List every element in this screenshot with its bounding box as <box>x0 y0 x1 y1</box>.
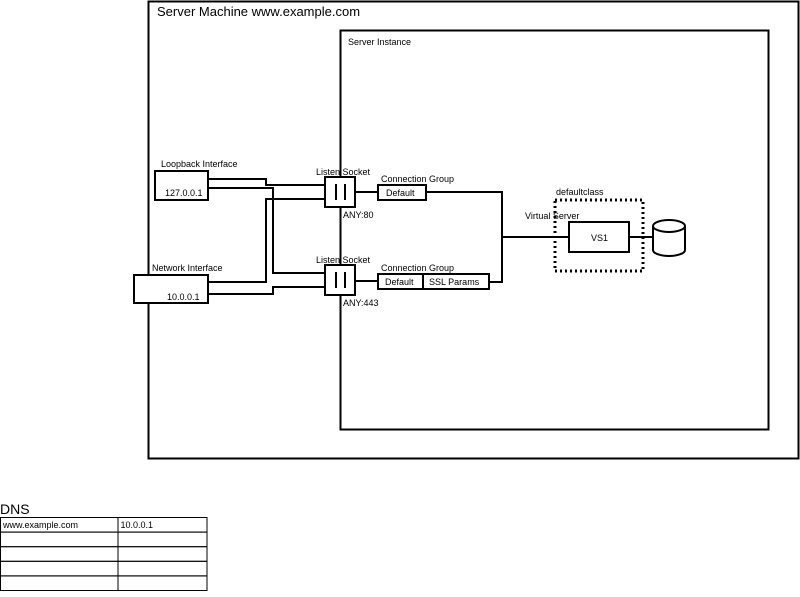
connection-group-2-ssl: SSL Params <box>429 277 480 287</box>
server-machine-title: Server Machine www.example.com <box>157 4 360 19</box>
dns-table-row <box>0 531 208 548</box>
listen-socket-1-box <box>324 176 356 208</box>
dns-table-row <box>0 560 208 577</box>
server-instance-title: Server Instance <box>348 37 411 47</box>
virtual-server-label: Virtual Server <box>525 211 579 221</box>
defaultclass-label: defaultclass <box>556 187 604 197</box>
loopback-interface-label: Loopback Interface <box>161 159 238 169</box>
vs1-name: VS1 <box>591 233 608 243</box>
dns-title: DNS <box>0 501 30 517</box>
dns-table-cell-border <box>117 560 208 577</box>
connection-group-2-default: Default <box>385 277 414 287</box>
listen-socket-1-label: Listen Socket <box>316 167 371 177</box>
dns-table-cell-border <box>0 575 119 592</box>
network-ip: 10.0.0.1 <box>167 292 200 302</box>
dns-table-cell-border <box>0 560 119 577</box>
listen-socket-1-port: ANY:80 <box>343 210 374 220</box>
dns-hostname: www.example.com <box>2 520 78 530</box>
dns-table-cell-border <box>117 546 208 562</box>
group-to-vs-wires <box>426 191 569 283</box>
dns-table-row <box>0 575 208 592</box>
listen-socket-2-label: Listen Socket <box>316 255 371 265</box>
connection-group-1-label: Connection Group <box>381 174 454 184</box>
connection-group-2-label: Connection Group <box>381 263 454 273</box>
dns-table-cell-border <box>117 531 208 548</box>
dns-table-cell-border <box>117 575 208 592</box>
dns-table-cell-border <box>0 546 119 562</box>
listen-socket-2-port: ANY:443 <box>343 298 379 308</box>
database-icon <box>652 219 686 257</box>
loopback-interface-box <box>154 170 209 201</box>
loopback-ip: 127.0.0.1 <box>165 188 203 198</box>
listen-socket-2-box <box>324 264 356 296</box>
dns-table-row <box>0 546 208 562</box>
network-interface-box <box>133 274 209 304</box>
server-machine-box <box>147 0 800 460</box>
network-interface-label: Network Interface <box>152 263 223 273</box>
connection-group-1-default: Default <box>386 188 415 198</box>
dns-address: 10.0.0.1 <box>121 520 154 530</box>
dns-table-cell-border <box>0 531 119 548</box>
server-instance-box <box>339 29 770 431</box>
vs1-box <box>568 221 630 253</box>
dns-table-row: www.example.com 10.0.0.1 <box>0 517 208 533</box>
dns-table: www.example.com 10.0.0.1 <box>0 517 208 592</box>
interface-wires <box>208 178 325 295</box>
